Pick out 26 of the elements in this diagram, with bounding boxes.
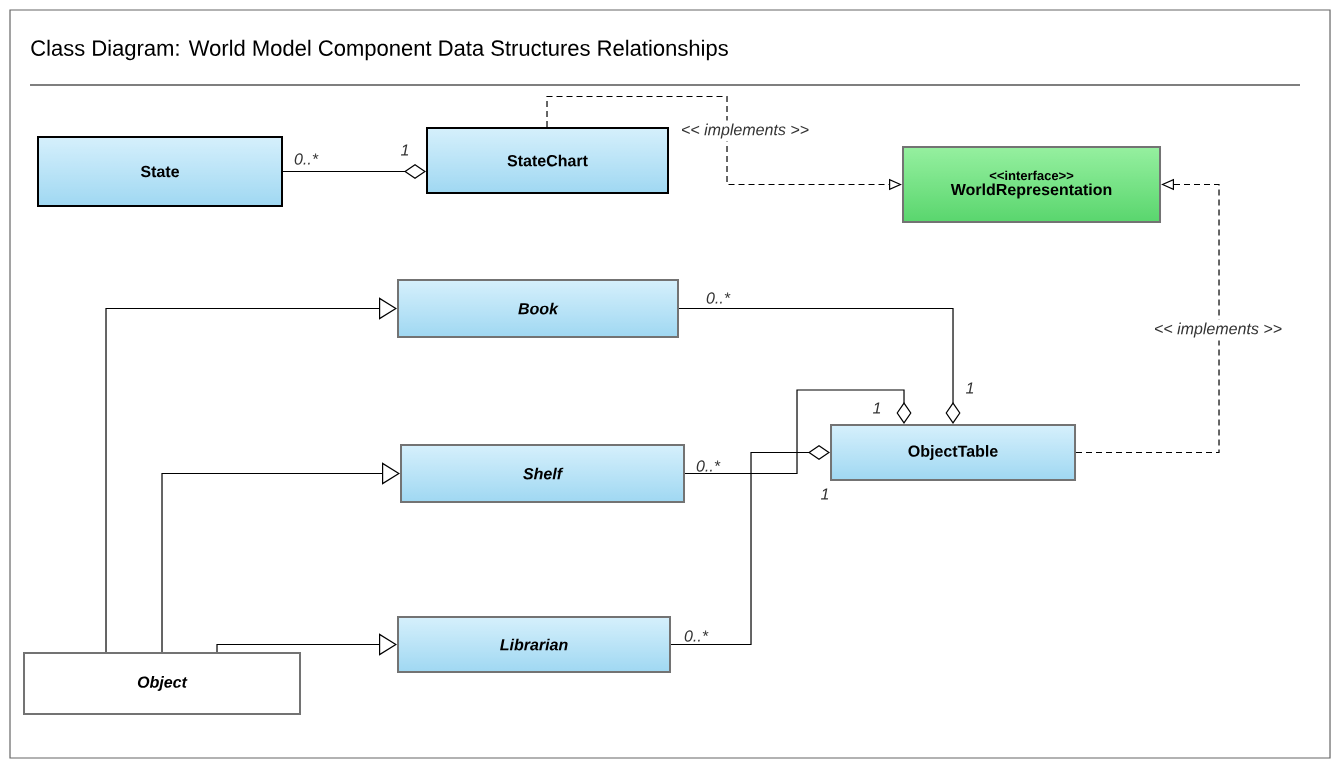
class-box: Object	[23, 652, 301, 715]
interface-box: <<interface>> WorldRepresentation	[902, 146, 1161, 223]
multiplicity-label: 0..*	[706, 292, 731, 304]
multiplicity-label: 1	[872, 402, 881, 414]
class-box: State	[37, 136, 283, 207]
multiplicity-label: 1	[965, 382, 974, 394]
edge-label: << implements >>	[1155, 322, 1282, 338]
aggregation-line	[684, 389, 912, 475]
multiplicity-label: 0..*	[684, 630, 709, 642]
class-box: ObjectTable	[830, 424, 1076, 481]
generalization-arrow	[161, 462, 400, 653]
aggregation-line	[670, 445, 830, 646]
generalization-arrow	[105, 297, 397, 653]
multiplicity-label: 0..*	[294, 153, 319, 165]
edge-label: << implements >>	[682, 123, 809, 139]
aggregation-line	[678, 307, 961, 424]
multiplicity-label: 1	[820, 488, 829, 500]
class-box: StateChart	[426, 127, 669, 194]
multiplicity-label: 1	[400, 144, 409, 156]
diagram-title: Class Diagram: World Model Component Data Structures Relationships	[31, 39, 728, 61]
class-box: Book	[397, 279, 679, 338]
class-box: Librarian	[397, 616, 671, 673]
multiplicity-label: 0..*	[696, 460, 721, 472]
generalization-arrow	[216, 633, 397, 656]
class-box: Shelf	[400, 444, 685, 503]
aggregation-line	[282, 164, 426, 179]
